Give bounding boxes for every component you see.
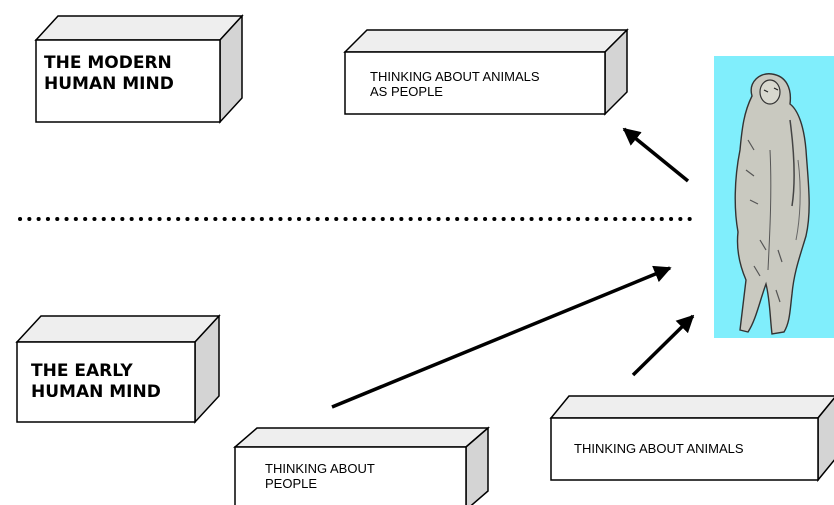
early-mind-label: THE EARLY HUMAN MIND bbox=[31, 361, 161, 402]
thinking-animals-box bbox=[549, 395, 834, 483]
arrow-from-animals bbox=[631, 314, 695, 377]
thinking-people-box bbox=[232, 426, 491, 505]
arrow-to-animals-as-people bbox=[622, 127, 690, 183]
thinking-animals-label: THINKING ABOUT ANIMALS bbox=[574, 441, 744, 456]
early-mind-box bbox=[15, 314, 221, 424]
lion-man-figurine-icon bbox=[714, 56, 834, 338]
arrow-from-people bbox=[331, 265, 672, 409]
modern-mind-box bbox=[34, 14, 244, 124]
animals-as-people-label: THINKING ABOUT ANIMALS AS PEOPLE bbox=[370, 69, 540, 99]
animals-as-people-box bbox=[343, 28, 629, 116]
modern-mind-label: THE MODERN HUMAN MIND bbox=[44, 53, 174, 94]
thinking-people-label: THINKING ABOUT PEOPLE bbox=[265, 461, 375, 491]
